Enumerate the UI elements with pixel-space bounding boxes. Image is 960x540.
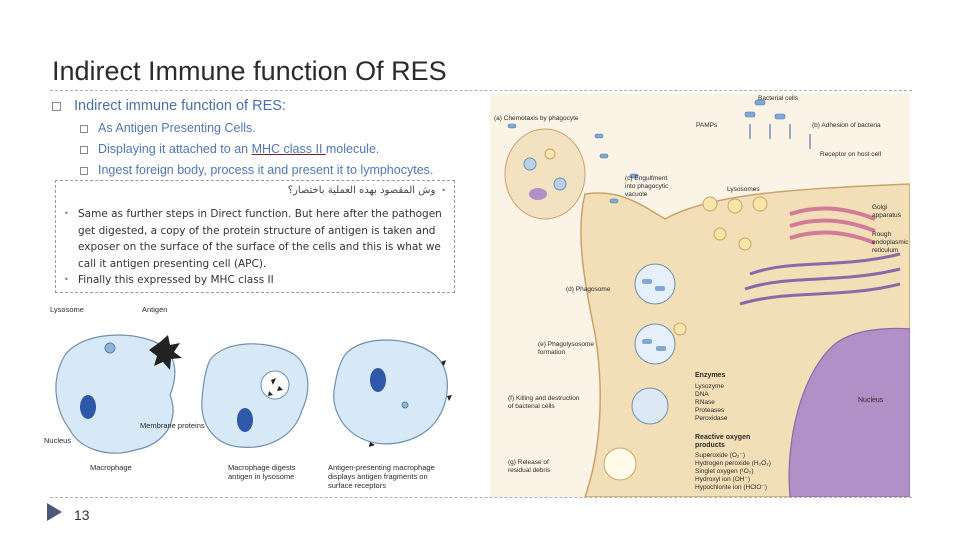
label-d: (d) Phagosome	[566, 286, 611, 293]
macrophage-cell	[201, 343, 309, 448]
bullet-dot: •	[64, 275, 69, 284]
sub-bullet: Ingest foreign body, process it and pres…	[80, 163, 433, 177]
nucleus	[788, 327, 910, 497]
label-rer-1: Rough	[872, 231, 892, 238]
phagocytosis-figure: Bacterial cells (a) Chemotaxis by phagoc…	[490, 94, 910, 497]
note-bullet-text: Same as further steps in Direct function…	[78, 208, 442, 270]
sub-bullet-text: Displaying it attached to an	[98, 142, 252, 156]
nucleus	[237, 408, 253, 432]
killing-vesicle	[631, 387, 669, 425]
label-ros-2: products	[695, 442, 725, 449]
caption-digests-1: Macrophage digests	[228, 463, 296, 472]
note-box: • وش المقصود بهذه العملية باختصار؟ • Same …	[55, 180, 455, 293]
label-enzymes: Enzymes	[695, 372, 725, 379]
sub-bullet-underlined: MHC class II	[251, 142, 326, 156]
page-number: 13	[74, 507, 90, 523]
label-g1: (g) Release of	[508, 459, 549, 466]
label-c3: vacuole	[625, 191, 648, 198]
enzyme-item: DNA	[695, 391, 709, 398]
caption-digests-2: antigen in lysosome	[228, 472, 294, 481]
ros-item: Hydroxyl ion (OH⁻)	[695, 476, 750, 483]
label-rer-3: reticulum	[872, 247, 898, 254]
sub-bullet-text: Ingest foreign body, process it and pres…	[98, 163, 434, 177]
arabic-question-text: وش المقصود بهذه العملية باختصار؟	[287, 185, 436, 196]
square-bullet-icon	[52, 102, 61, 111]
lysosome	[104, 342, 116, 354]
label-c2: into phagocytic	[625, 183, 669, 190]
caption-apc-2: displays antigen fragments on	[328, 472, 428, 481]
ros-item: Hypochlorite ion (HClO⁻)	[695, 484, 767, 491]
note-bullet-text: Finally this expressed by MHC class II	[78, 274, 274, 286]
note-bullet: • Finally this expressed by MHC class II	[64, 272, 274, 289]
label-receptor: Receptor on host cell	[820, 151, 882, 158]
label-membrane-proteins: Membrane proteins	[140, 421, 205, 430]
ros-item: Hydrogen peroxide (H₂O₂)	[695, 460, 771, 467]
residual-body	[603, 447, 637, 481]
caption-apc-3: surface receptors	[328, 481, 386, 490]
label-g2: residual debris	[508, 467, 551, 474]
caption-apc-1: Antigen-presenting macrophage	[328, 463, 435, 472]
enzyme-item: Lysozyme	[695, 383, 724, 390]
play-triangle-icon	[47, 503, 62, 521]
sub-bullet-text: As Antigen Presenting Cells.	[98, 121, 256, 135]
golgi-apparatus	[789, 206, 876, 245]
nucleus	[80, 395, 96, 419]
label-rer-2: endoplasmic	[872, 239, 909, 246]
chemotaxis-phagocyte	[504, 128, 586, 220]
label-golgi-2: apparatus	[872, 212, 902, 219]
macrophage-cell	[55, 334, 176, 454]
label-e1: (e) Phagolysosome	[538, 341, 594, 348]
bullet-dot: •	[64, 209, 69, 218]
label-golgi-1: Golgi	[872, 204, 887, 211]
bullet-level1: Indirect immune function of RES:	[52, 98, 286, 114]
antigen-presentation-figure: Lysosome Antigen Nucleus Macrophage Memb…	[44, 305, 452, 490]
footer-divider	[50, 497, 912, 498]
label-bacterial-cells: Bacterial cells	[758, 95, 799, 102]
square-bullet-icon	[80, 146, 88, 154]
square-bullet-icon	[80, 125, 88, 133]
label-ros-1: Reactive oxygen	[695, 434, 750, 441]
phagolysosome	[260, 370, 290, 400]
nucleus	[370, 368, 386, 392]
title-divider	[50, 90, 912, 91]
sub-bullet: Displaying it attached to an MHC class I…	[80, 142, 379, 156]
ros-item: Superoxide (O₂⁻)	[695, 452, 745, 459]
lysosomes	[702, 196, 768, 251]
enzyme-item: Proteases	[695, 407, 725, 414]
enzyme-item: Peroxidase	[695, 415, 728, 422]
label-a: (a) Chemotaxis by phagocyte	[494, 115, 579, 122]
arabic-question: • وش المقصود بهذه العملية باختصار؟	[288, 185, 446, 196]
label-c1: (c) Engulfment	[625, 175, 667, 182]
label-f2: of bacterial cells	[508, 403, 555, 410]
receptors	[749, 124, 811, 149]
label-pamps: PAMPs	[696, 122, 718, 129]
ros-item: Singlet oxygen (¹O₂)	[695, 468, 754, 475]
enzyme-item: RNase	[695, 399, 715, 406]
label-nucleus: Nucleus	[858, 397, 884, 404]
phagolysosome	[634, 323, 676, 365]
label-lysosomes: Lysosomes	[727, 186, 760, 193]
note-bullet: • Same as further steps in Direct functio…	[64, 206, 448, 272]
label-antigen: Antigen	[142, 305, 167, 314]
antigen-presenting-cell	[333, 339, 448, 445]
label-nucleus: Nucleus	[44, 436, 71, 445]
rough-er	[739, 252, 901, 306]
label-f1: (f) Killing and destruction	[508, 395, 580, 402]
square-bullet-icon	[80, 167, 88, 175]
label-lysosome: Lysosome	[50, 305, 84, 314]
label-b: (b) Adhesion of bacteria	[812, 122, 881, 129]
bullet-level1-text: Indirect immune function of RES:	[74, 98, 286, 114]
phagosome	[634, 263, 676, 305]
antigen	[149, 335, 182, 370]
label-e2: formation	[538, 349, 565, 356]
sub-bullet: As Antigen Presenting Cells.	[80, 121, 256, 135]
bacteria	[507, 99, 786, 204]
sub-bullet-text-end: molecule.	[325, 142, 380, 156]
slide-title: Indirect Immune function Of RES	[52, 56, 447, 86]
caption-macrophage: Macrophage	[90, 463, 132, 472]
bullet-dot: •	[441, 186, 446, 195]
